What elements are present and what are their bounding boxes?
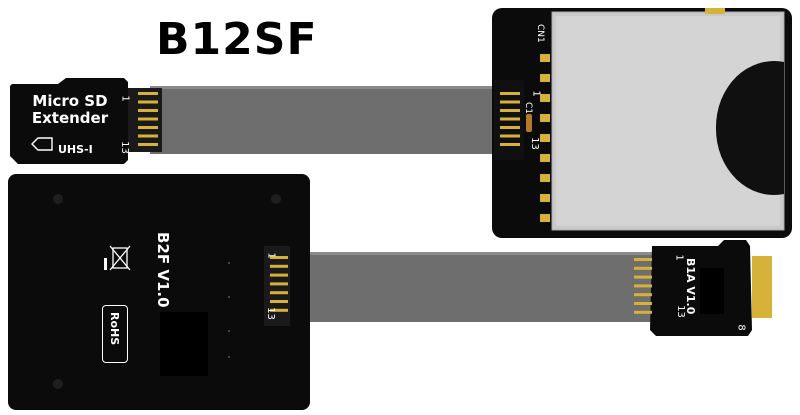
connector-pin — [540, 114, 550, 122]
connector-pin — [270, 291, 288, 295]
connector-pin — [540, 194, 550, 202]
uhs-label: UHS-I — [58, 143, 93, 156]
connector-pin — [754, 311, 770, 316]
weee-bin-icon — [109, 245, 131, 271]
connector-pin — [540, 134, 550, 142]
connector-pin — [138, 109, 158, 112]
connector-pin — [754, 265, 770, 270]
connector-pin — [138, 143, 158, 146]
cn1-ref: CN1 — [535, 24, 545, 43]
connector-pin — [500, 100, 520, 104]
connector-pin — [540, 214, 550, 222]
connector-pin — [138, 100, 158, 104]
connector-pin — [500, 143, 520, 146]
b2f-board — [8, 174, 310, 410]
lower-flex-cable — [282, 252, 652, 322]
connector-pin — [634, 275, 652, 279]
connector-pin — [540, 94, 550, 102]
connector-pin — [540, 174, 550, 182]
connector-pin — [138, 117, 158, 121]
sd-pin-last: 13 — [528, 137, 540, 150]
microsd-pin-last: 13 — [118, 141, 130, 154]
connector-pin — [634, 310, 652, 314]
connector-pin — [634, 258, 652, 261]
connector-pin — [500, 92, 520, 95]
rohs-mark: RoHS — [102, 305, 128, 363]
connector-pin — [270, 264, 288, 268]
connector-pin — [540, 74, 550, 82]
connector-pin — [500, 126, 520, 129]
microsd-board-label: Micro SD Extender — [14, 93, 126, 127]
b1a-ic-chip — [700, 268, 724, 314]
sd-pin-first: 1 — [530, 90, 542, 97]
b1a-gold-contacts — [752, 256, 772, 318]
connector-pin — [540, 54, 550, 62]
b1a-pad-label: 8 — [735, 324, 747, 331]
connector-pin — [270, 273, 288, 277]
connector-pin — [540, 154, 550, 162]
mount-hole — [53, 194, 63, 204]
sd-socket-connector-pins — [500, 92, 520, 146]
socket-side-pads — [540, 54, 550, 222]
b1a-pin-first: 1 — [673, 254, 685, 261]
b1a-contact-fingers — [754, 258, 770, 316]
connector-pin — [634, 302, 652, 305]
connector-pin — [754, 273, 770, 278]
microsd-pin-first: 1 — [119, 95, 131, 102]
connector-pin — [500, 109, 520, 112]
capacitor-c1 — [526, 114, 532, 132]
b2f-connector-pins — [270, 256, 288, 312]
connector-pin — [634, 293, 652, 297]
microsd-extender-board — [10, 78, 128, 164]
mount-hole — [53, 379, 63, 389]
upper-flex-cable — [150, 86, 520, 154]
product-title: B12SF — [156, 14, 318, 65]
connector-pin — [138, 92, 158, 95]
microsd-label-line1: Micro SD — [32, 92, 108, 110]
connector-pin — [754, 258, 770, 262]
connector-pin — [500, 134, 520, 138]
connector-pin — [754, 303, 770, 308]
microsd-connector-pins — [138, 92, 158, 146]
socket-cutout — [715, 61, 784, 195]
connector-pin — [138, 134, 158, 138]
connector-pin — [270, 308, 288, 312]
connector-pin — [500, 117, 520, 121]
connector-pin — [270, 300, 288, 303]
connector-pin — [634, 284, 652, 288]
c1-ref: C1 — [523, 102, 533, 115]
rohs-label: RoHS — [108, 312, 121, 346]
insert-arrow-icon — [31, 137, 53, 151]
b2f-pin-first: 1 — [265, 252, 277, 259]
b1a-pin-last: 13 — [674, 305, 686, 318]
connector-pin — [754, 296, 770, 300]
connector-pin — [270, 282, 288, 286]
b2f-pin-last: 13 — [264, 307, 276, 320]
microsd-label-line2: Extender — [31, 109, 109, 127]
connector-pin — [270, 256, 288, 259]
connector-pin — [754, 280, 770, 285]
b1a-connector-pins — [634, 258, 652, 314]
connector-pin — [754, 288, 770, 293]
connector-pin — [138, 126, 158, 129]
connector-pin — [634, 266, 652, 270]
b1a-version-label: B1A V1.0 — [684, 258, 697, 315]
ic-chip — [160, 312, 208, 376]
b2f-version-label: B2F V1.0 — [154, 232, 172, 308]
mount-hole — [271, 194, 281, 204]
